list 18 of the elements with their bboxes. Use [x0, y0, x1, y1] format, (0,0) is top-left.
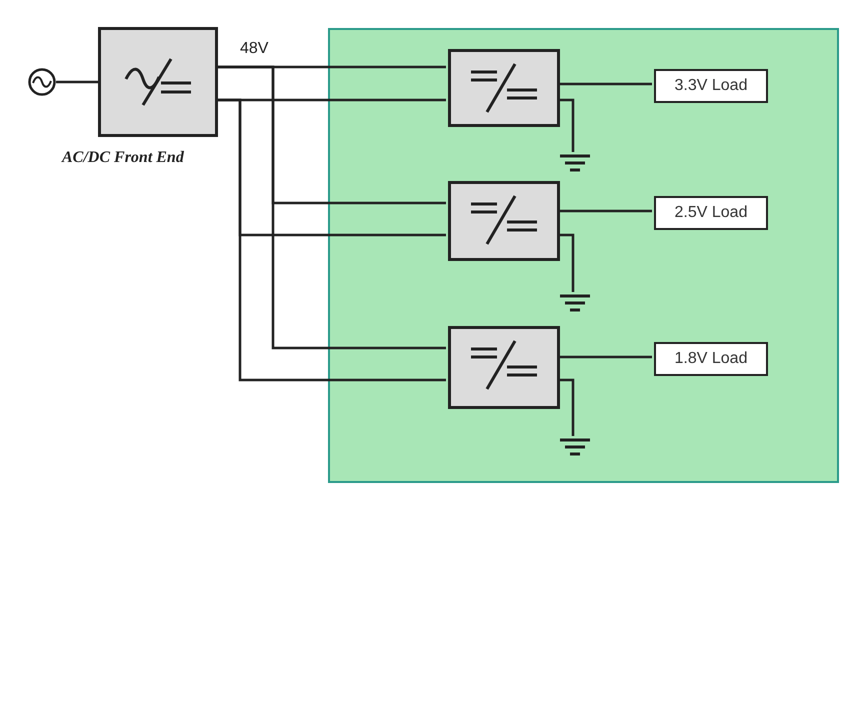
converter-box	[448, 326, 560, 409]
board-area	[328, 28, 839, 483]
converter-box	[448, 181, 560, 261]
wire	[558, 378, 574, 436]
converter-box	[448, 49, 560, 127]
voltage-label: 48V	[240, 40, 268, 58]
wire	[558, 98, 574, 152]
wire	[218, 66, 446, 350]
wire	[558, 210, 652, 212]
load-box: 1.8V Load	[654, 342, 768, 376]
wire	[56, 80, 98, 84]
load-box: 2.5V Load	[654, 196, 768, 230]
wire	[558, 356, 652, 358]
wire	[218, 98, 446, 382]
load-box: 3.3V Load	[654, 69, 768, 103]
block-caption: AC/DC Front End	[62, 149, 184, 167]
wire	[558, 82, 652, 86]
wire	[558, 234, 574, 292]
